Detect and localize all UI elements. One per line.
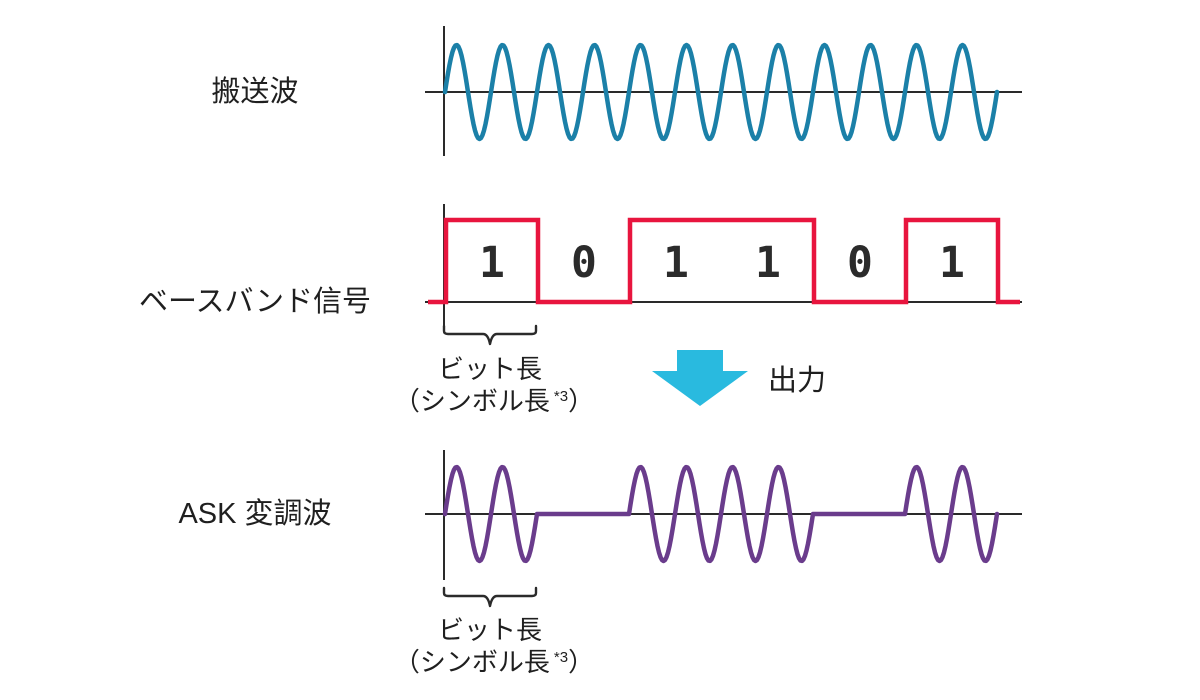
bit-length-brace-ask [442, 586, 538, 608]
symbol-length-close-2: ） [568, 647, 595, 677]
bit-length-brace-baseband [442, 324, 538, 346]
symbol-length-open: （シンボル長 [393, 386, 550, 416]
carrier-label: 搬送波 [211, 76, 299, 108]
baseband-label: ベースバンド信号 [138, 286, 371, 318]
bit-value-4: 0 [847, 238, 873, 288]
ask-row [425, 450, 1022, 580]
symbol-length-footnote-2: *3 [553, 649, 569, 666]
ask-label: ASK 変調波 [178, 498, 332, 530]
symbol-length-label-ask: （シンボル長*3） [374, 648, 614, 677]
carrier-wave [442, 42, 1000, 142]
bit-value-3: 1 [755, 238, 781, 288]
bit-value-5: 1 [939, 238, 965, 288]
bit-value-1: 0 [571, 238, 597, 288]
output-label: 出力 [768, 365, 827, 397]
bit-length-label-ask: ビット長 [437, 615, 542, 645]
symbol-length-label-baseband: （シンボル長*3） [374, 387, 614, 416]
symbol-length-close: ） [568, 386, 595, 416]
ask-wave [442, 464, 1000, 564]
baseband-row [425, 204, 1022, 330]
bit-value-2: 1 [663, 238, 689, 288]
symbol-length-open-2: （シンボル長 [393, 647, 550, 677]
bit-value-0: 1 [479, 238, 505, 288]
output-arrow-icon [652, 350, 748, 406]
bit-length-label-baseband: ビット長 [437, 354, 542, 384]
symbol-length-footnote: *3 [553, 388, 569, 405]
baseband-wave [428, 217, 1020, 305]
carrier-row [425, 26, 1022, 156]
